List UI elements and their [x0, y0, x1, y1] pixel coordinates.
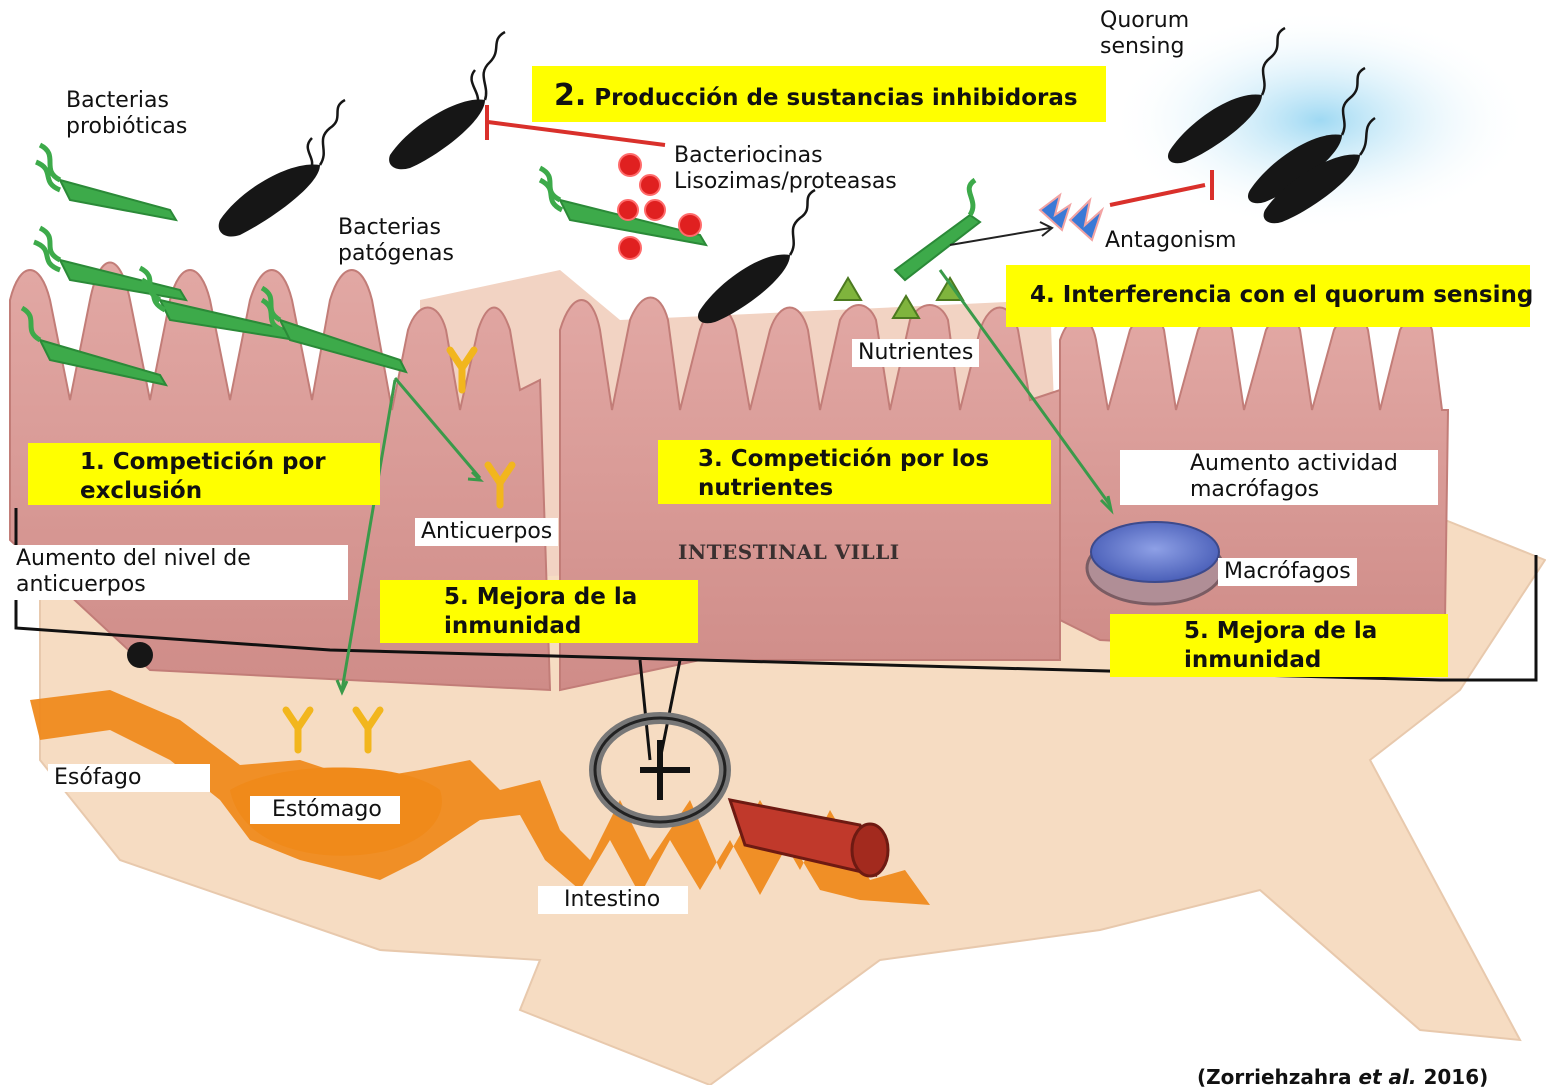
intestinal-villi-label: INTESTINAL VILLI [678, 540, 900, 564]
mechanism-2-text: Producción de sustancias inhibidoras [594, 85, 1077, 111]
macrophage-icon [1087, 522, 1223, 604]
antibodies-label: Anticuerpos [415, 518, 558, 546]
mechanism-4-box: 4. Interferencia con el quorum sensing [1006, 265, 1530, 327]
antagonism-label: Antagonism [1105, 228, 1236, 254]
macrophage-activity-label: Aumento actividad macrófagos [1120, 450, 1438, 505]
mechanism-2-box: 2. Producción de sustancias inhibidoras [532, 66, 1106, 122]
citation: (Zorriehzahra et al. 2016) [1197, 1065, 1488, 1089]
macrophages-label: Macrófagos [1218, 558, 1357, 586]
intestine-label: Intestino [538, 886, 688, 914]
mechanism-5b-box: 5. Mejora de la inmunidad [1110, 614, 1448, 677]
mechanism-1-box: 1. Competición por exclusión [28, 443, 380, 505]
citation-pre: (Zorriehzahra [1197, 1065, 1358, 1089]
mechanism-5a-box: 5. Mejora de la inmunidad [380, 580, 698, 643]
quorum-signals [1040, 195, 1102, 240]
stomach-label: Estómago [250, 796, 400, 824]
pathogenic-bacteria-label: Bacterias patógenas [338, 215, 454, 268]
quorum-sensing-label: Quorum sensing [1100, 8, 1189, 61]
probiotic-bacteria-label: Bacterias probióticas [66, 88, 187, 141]
citation-post: 2016) [1417, 1065, 1489, 1089]
citation-etal: et al. [1358, 1065, 1416, 1089]
mechanism-3-box: 3. Competición por los nutrientes [658, 440, 1051, 504]
esophagus-label: Esófago [48, 764, 210, 792]
mechanism-2-number: 2. [554, 78, 586, 113]
antibody-increase-label: Aumento del nivel de anticuerpos [10, 545, 348, 600]
bacteriocins-label: Bacteriocinas Lisozimas/proteasas [674, 143, 897, 196]
nutrients-label: Nutrientes [852, 339, 979, 367]
fish-eye [127, 642, 153, 668]
